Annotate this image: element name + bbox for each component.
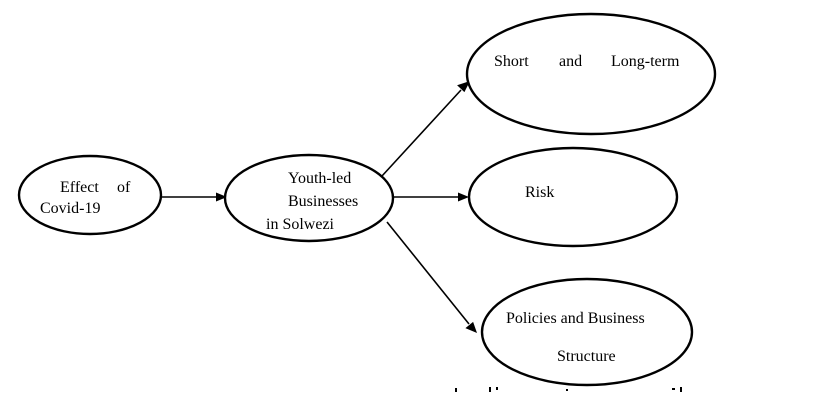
edge-youth-to-short-long-term-arrowhead (457, 81, 470, 93)
node-short-and-long-term-shape (465, 12, 717, 136)
scan-artifact-mark (489, 387, 491, 392)
node-effect-of-covid-label-line2: Covid-19 (40, 200, 100, 217)
node-short-and-long-term-label-word3: Long-term (611, 53, 680, 70)
scan-artifact-mark (672, 388, 675, 390)
node-policies-and-business-structure-label-line2: Structure (557, 348, 616, 365)
edge-youth-to-short-long-term (381, 89, 462, 177)
node-effect-of-covid-label-word1: Effect (60, 179, 99, 196)
node-youth-led-businesses-label-line3: in Solwezi (266, 216, 335, 233)
node-youth-led-businesses: Youth-led Businesses in Solwezi (223, 153, 395, 243)
node-risk: Risk (467, 146, 679, 248)
scan-artifact-mark (680, 387, 682, 392)
node-effect-of-covid: Effect of Covid-19 (17, 154, 163, 236)
edge-youth-to-policies (386, 221, 470, 325)
node-short-and-long-term: Short and Long-term (465, 12, 717, 136)
edge-youth-to-risk-arrowhead (458, 192, 469, 202)
node-effect-of-covid-shape (17, 154, 163, 236)
node-risk-shape (467, 146, 679, 248)
scan-artifact-marks (455, 387, 682, 392)
node-policies-and-business-structure-shape (480, 277, 694, 387)
node-short-and-long-term-label-word2: and (559, 53, 582, 70)
node-risk-label: Risk (525, 184, 554, 201)
edge-covid-to-youth-arrowhead (216, 192, 227, 202)
edge-youth-to-policies-arrowhead (465, 321, 477, 333)
node-policies-and-business-structure-label-line1: Policies and Business (506, 310, 645, 327)
node-short-and-long-term-label-word1: Short (494, 53, 529, 70)
node-policies-and-business-structure: Policies and Business Structure (480, 277, 694, 387)
node-effect-of-covid-label-word2: of (117, 179, 131, 196)
scan-artifact-mark (496, 387, 498, 390)
scan-artifact-mark (566, 389, 568, 391)
scan-artifact-mark (455, 388, 457, 392)
node-youth-led-businesses-label-line1: Youth-led (288, 170, 351, 187)
node-youth-led-businesses-label-line2: Businesses (288, 193, 358, 210)
node-youth-led-businesses-shape (223, 153, 395, 243)
